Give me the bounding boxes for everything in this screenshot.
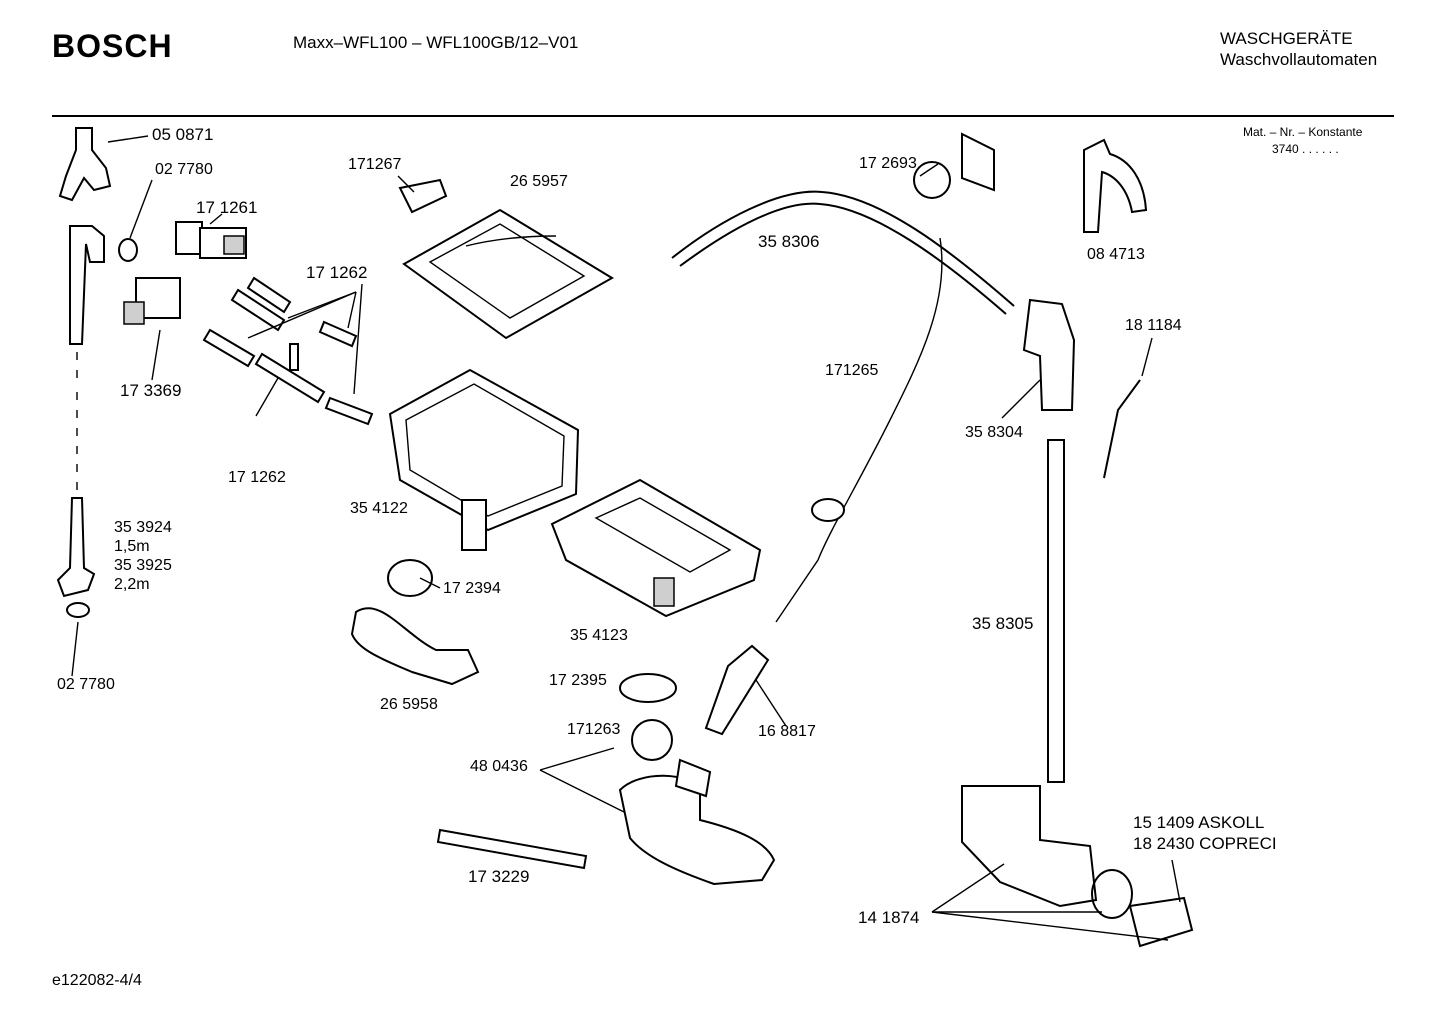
washer-ring-part: [66, 238, 138, 618]
part-label: 02 7780: [57, 676, 115, 693]
part-label: 18 2430 COPRECI: [1133, 834, 1277, 853]
part-label: 17 1261: [196, 198, 258, 217]
overflow-hose-part: [671, 190, 1015, 315]
leader-lines: [71, 135, 1181, 941]
part-label: 35 3924: [114, 519, 172, 536]
part-label: 17 2693: [859, 155, 917, 172]
header-divider: [52, 115, 1394, 117]
inlet-hose-part: [56, 225, 105, 598]
model-title: Maxx–WFL100 – WFL100GB/12–V01: [293, 33, 579, 52]
part-label: 1,5m: [114, 538, 150, 555]
part-label: 171263: [567, 721, 621, 738]
part-label: 26 5958: [380, 696, 438, 713]
drawer-housing-part: [388, 368, 580, 551]
part-label: 35 8304: [965, 424, 1023, 441]
part-label: 17 3369: [120, 381, 182, 400]
part-label: 35 3925: [114, 557, 172, 574]
part-label: 26 5957: [510, 173, 568, 190]
part-label: 171267: [348, 156, 402, 173]
category-subtitle: Waschvollautomaten: [1220, 50, 1378, 69]
part-label: 35 4123: [570, 627, 628, 644]
inlet-valve-part: [123, 221, 247, 325]
part-label: 35 8305: [972, 614, 1034, 633]
part-label: 02 7780: [155, 161, 213, 178]
drain-hose-part: [1047, 439, 1065, 783]
mat-nr-value: 3740 . . . . . .: [1272, 142, 1339, 156]
document-id: e122082-4/4: [52, 972, 142, 989]
part-label: 17 2394: [443, 580, 501, 597]
part-label: 17 1262: [228, 469, 286, 486]
part-label: 17 1262: [306, 263, 368, 282]
mat-nr-label: Mat. – Nr. – Konstante: [1243, 125, 1363, 139]
ntc-sensor-part: [704, 644, 770, 736]
detergent-drawer-part: [550, 478, 762, 618]
pressure-switch-part: [775, 132, 995, 623]
sump-part: [436, 673, 776, 886]
part-label: 48 0436: [470, 758, 528, 775]
drawer-housing-top-part: [398, 178, 614, 340]
drain-pump-part: [961, 785, 1194, 948]
part-label: 35 8306: [758, 232, 820, 251]
drawer-hose-part: [350, 559, 480, 686]
part-label: 14 1874: [858, 908, 920, 927]
y-connector-part: [58, 127, 112, 202]
part-label: 35 4122: [350, 500, 408, 517]
part-label: 17 3229: [468, 867, 530, 886]
connecting-tubes-part: [202, 276, 374, 426]
part-label: 05 0871: [152, 125, 214, 144]
part-label: 08 4713: [1087, 246, 1145, 263]
part-label: 18 1184: [1125, 317, 1182, 334]
brand-logo: BOSCH: [52, 28, 173, 64]
part-label: 2,2m: [114, 576, 150, 593]
part-label: 17 2395: [549, 672, 607, 689]
part-label: 16 8817: [758, 723, 816, 740]
category-title: WASCHGERÄTE: [1220, 29, 1353, 48]
hose-clip-part: [1083, 138, 1148, 233]
part-label: 15 1409 ASKOLL: [1133, 813, 1265, 832]
air-trap-part: [1022, 298, 1076, 411]
bracket-part: [1103, 379, 1141, 479]
part-label: 171265: [825, 362, 879, 379]
